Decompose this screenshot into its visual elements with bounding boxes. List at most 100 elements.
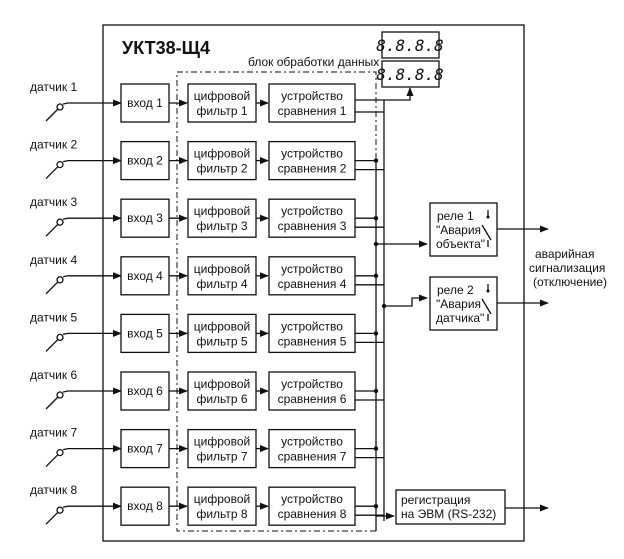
input-1-box xyxy=(120,83,170,123)
alarm-label-2: сигнализация xyxy=(529,261,605,275)
sensor-7-wire xyxy=(62,445,122,453)
comparator-1-line-2: сравнения 1 xyxy=(278,104,347,118)
sensor-7-icon xyxy=(45,454,59,468)
sensor-4-icon xyxy=(45,281,59,295)
comparator-1-line-1: устройство xyxy=(281,89,343,103)
sensor-1-label: датчик 1 xyxy=(30,80,77,94)
sensor-7-label: датчик 7 xyxy=(30,426,77,440)
alarm-label-1: аварийная xyxy=(535,247,594,261)
comparator-5-line-2: сравнения 5 xyxy=(278,334,347,348)
filter-1-box xyxy=(187,83,257,123)
sensor-5-icon xyxy=(45,338,59,352)
filter-2-box xyxy=(187,140,257,181)
comparator-3-line-2: сравнения 3 xyxy=(278,219,347,233)
display-bottom-digits: 8.8.8.8 xyxy=(376,65,443,84)
filter-6-line-1: цифровой xyxy=(194,377,250,391)
sensor-6-wire xyxy=(62,387,122,395)
input-3-label: вход 3 xyxy=(127,211,163,225)
filter-3-line-2: фильтр 3 xyxy=(196,219,247,233)
sensor-1-terminal xyxy=(56,103,64,111)
input-1-label: вход 1 xyxy=(127,96,163,110)
filter-6-line-2: фильтр 6 xyxy=(196,392,247,406)
comparator-7-box xyxy=(268,428,356,469)
sensor-1-wire xyxy=(62,99,122,107)
filter-2-line-2: фильтр 2 xyxy=(196,162,247,176)
sensor-3-icon xyxy=(45,223,59,237)
sensor-4-wire xyxy=(62,272,122,280)
sensor-6-label: датчик 6 xyxy=(30,368,77,382)
registration-block: регистрация на ЭВМ (RS-232) xyxy=(395,489,506,525)
sensor-6-terminal xyxy=(56,391,64,399)
filter-7-line-2: фильтр 7 xyxy=(196,450,247,464)
sensor-7-terminal xyxy=(56,448,64,457)
sensor-2-label: датчик 2 xyxy=(30,138,77,152)
comparator-6-box xyxy=(268,371,356,411)
comparator-4-line-2: сравнения 4 xyxy=(278,277,347,291)
input-5-box xyxy=(120,313,170,354)
sensor-2-icon xyxy=(45,166,59,180)
filter-5-line-1: цифровой xyxy=(194,319,250,333)
filter-4-line-1: цифровой xyxy=(194,262,250,276)
input-8-label: вход 8 xyxy=(127,499,163,513)
comparator-6-line-2: сравнения 6 xyxy=(278,392,347,406)
relay-1-line-1: реле 1 xyxy=(437,209,474,223)
relay-2-line-1: реле 2 xyxy=(437,283,474,297)
sensor-1-icon xyxy=(45,108,59,122)
filter-7-box xyxy=(187,428,257,469)
comparator-5-box xyxy=(268,313,356,354)
input-4-label: вход 4 xyxy=(127,269,163,283)
comparator-3-line-1: устройство xyxy=(281,204,343,218)
input-3-box xyxy=(120,198,170,238)
sensor-5-label: датчик 5 xyxy=(30,310,77,324)
comparator-4-line-1: устройство xyxy=(281,262,343,276)
sensor-4-label: датчик 4 xyxy=(30,253,77,267)
input-6-box xyxy=(120,371,170,411)
sensor-3-terminal xyxy=(56,218,64,226)
input-5-label: вход 5 xyxy=(127,326,163,340)
filter-6-box xyxy=(187,371,257,411)
display-link xyxy=(355,87,414,101)
filter-8-box xyxy=(187,486,257,526)
relay-1: реле 1 "Авария объекта" xyxy=(429,202,498,257)
filter-5-line-2: фильтр 5 xyxy=(196,334,247,348)
relay-2-line-2: "Авария xyxy=(436,297,481,311)
sensor-8-icon xyxy=(45,511,59,525)
input-7-label: вход 7 xyxy=(127,442,163,456)
display-top-digits: 8.8.8.8 xyxy=(376,36,443,55)
comparator-4-box xyxy=(268,256,356,296)
processing-block xyxy=(176,71,377,532)
relay2-feed xyxy=(384,294,428,307)
filter-3-line-1: цифровой xyxy=(194,204,250,218)
relay-1-line-2: "Авария xyxy=(436,223,481,237)
display-block: 8.8.8.8 8.8.8.8 xyxy=(376,31,444,88)
input-2-label: вход 2 xyxy=(127,154,163,168)
display-bottom xyxy=(381,60,440,88)
device-title: УКТ38-Щ4 xyxy=(122,38,210,58)
sensor-4-terminal xyxy=(56,276,64,284)
sensor-8-label: датчик 8 xyxy=(30,483,77,497)
sensor-8-wire xyxy=(62,502,122,510)
filter-4-line-2: фильтр 4 xyxy=(196,277,247,291)
device-frame xyxy=(102,24,525,542)
alarm-label-3: (отключение) xyxy=(533,275,607,289)
filter-8-line-2: фильтр 8 xyxy=(196,507,247,521)
comparator-2-line-1: устройство xyxy=(281,147,343,161)
filter-8-line-1: цифровой xyxy=(194,492,250,506)
comparator-8-box xyxy=(268,486,356,526)
display-top xyxy=(381,31,440,59)
comparator-8-line-1: устройство xyxy=(281,492,343,506)
sensor-8-terminal xyxy=(56,506,64,514)
filter-5-box xyxy=(187,313,257,354)
sensor-5-wire xyxy=(62,329,122,337)
processing-block-label: блок обработки данных xyxy=(248,55,379,69)
